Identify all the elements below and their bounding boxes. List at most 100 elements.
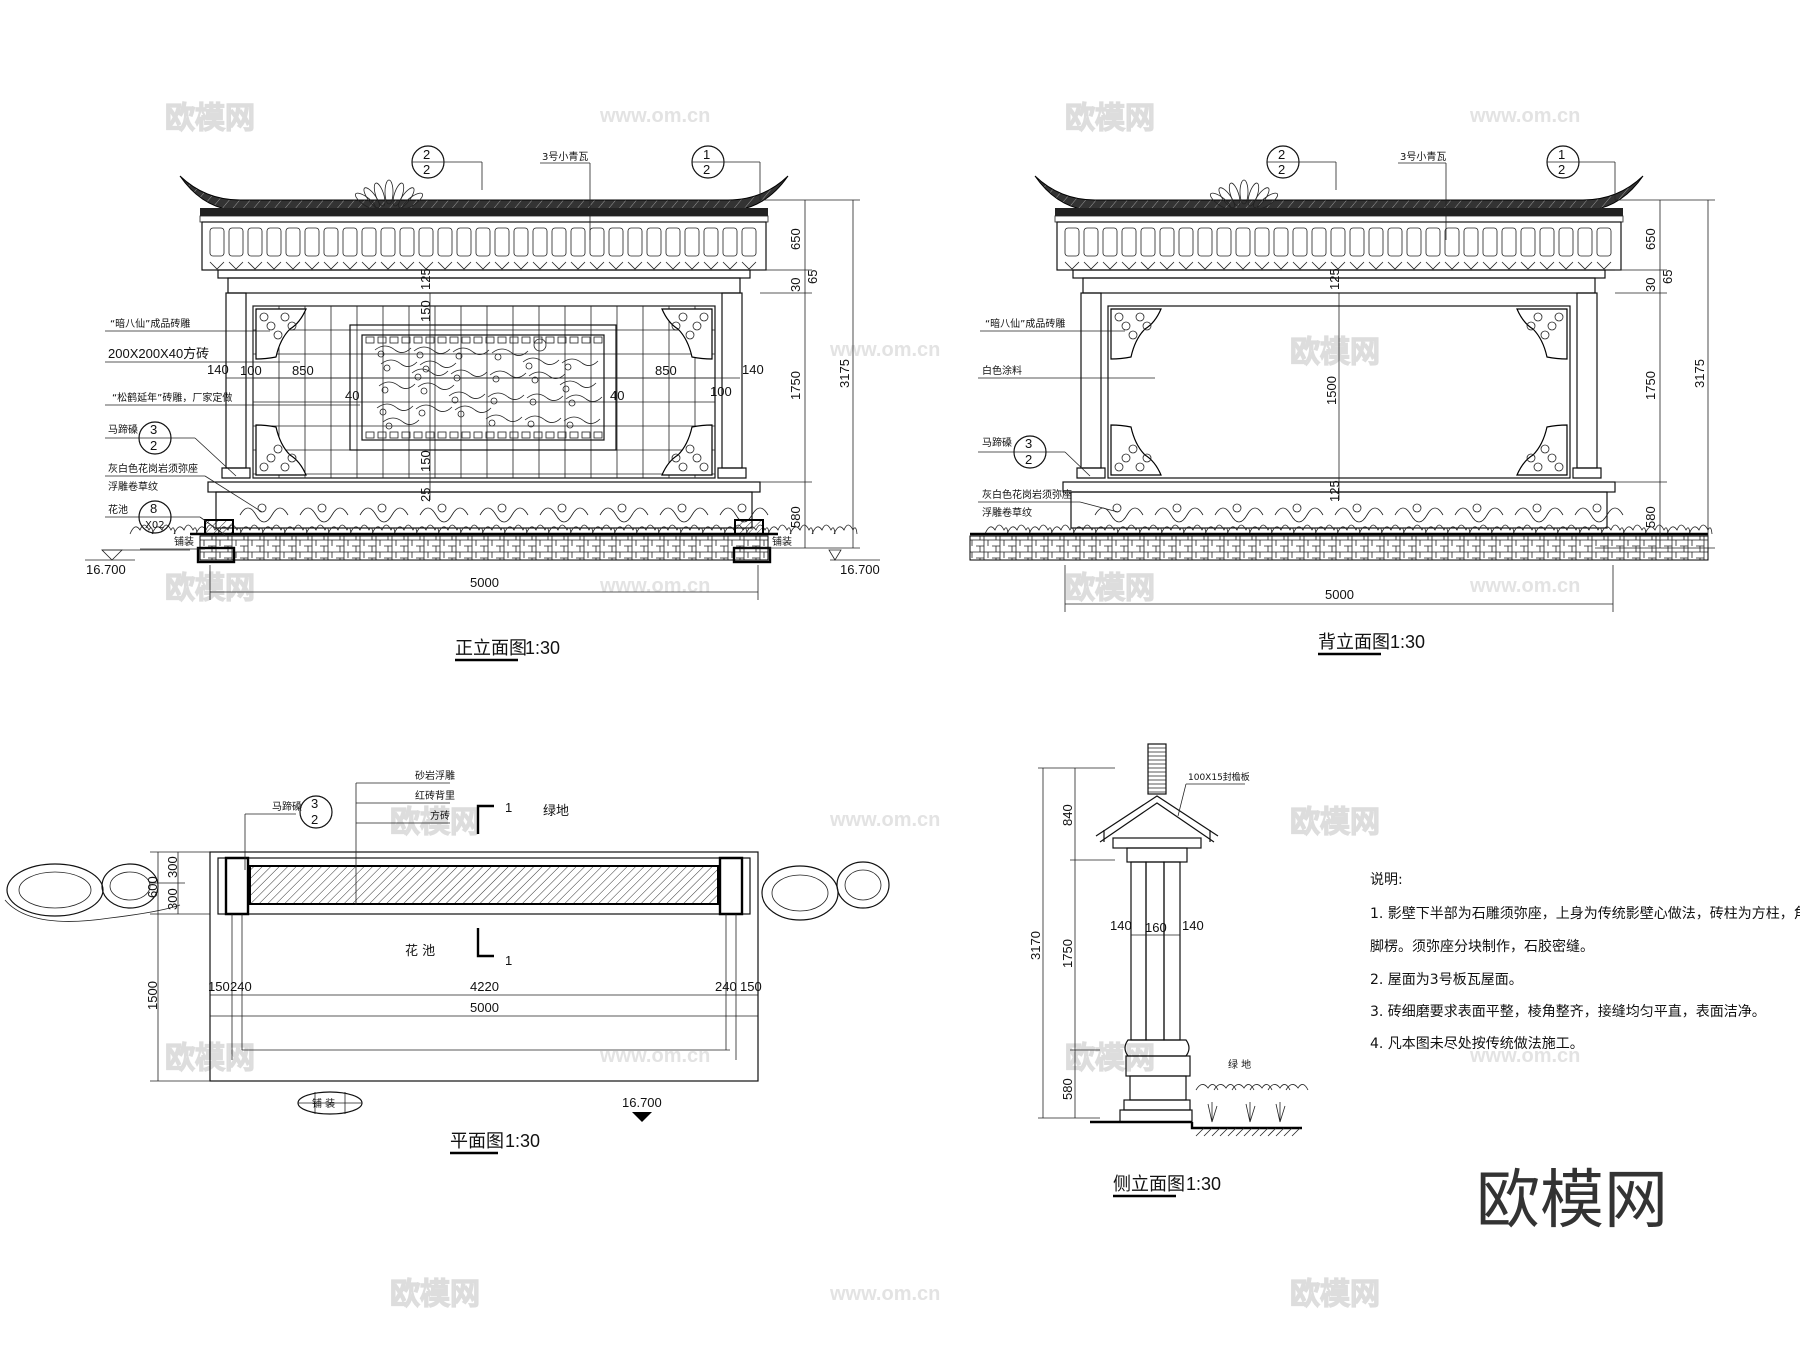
drip-tile [684,261,700,270]
ridge [1147,743,1167,795]
carving-detail [1554,462,1564,472]
shrub [371,524,396,535]
tile [323,227,339,257]
drip-tile [285,261,301,270]
view-scale: 1:30 [1390,632,1425,652]
dim-text: 150 [740,979,762,994]
dim-text: 40 [345,388,359,403]
watermark-url: www.om.cn [599,1045,710,1067]
section-ref-1-2: 1 2 [691,145,761,200]
drip-tile [532,261,548,270]
shrub [1231,1084,1255,1091]
drip-tile [741,261,757,270]
paving-symbol: 铺 装 [297,1091,363,1115]
shrub [1072,524,1097,535]
tile [1178,227,1194,257]
ref-sheet: 2 [1278,162,1285,177]
fret-pattern [437,431,447,439]
label-square-brick: 方砖 [430,809,450,822]
watermark-brand: 欧模网 [390,1277,480,1312]
dim-text: 4220 [470,979,499,994]
drip-tile [1254,261,1270,270]
carving-detail [1142,321,1152,331]
ref-sheet: 2 [1025,452,1032,467]
watermark-brand: 欧模网 [1290,1277,1380,1312]
dim-text: 25 [418,488,433,502]
section-number: 1 [505,800,512,815]
roof-profile [1095,795,1219,837]
drip-tile [1463,261,1479,270]
tile [513,227,529,257]
lotus-petal [384,179,394,205]
pine-needle-cluster [381,386,389,394]
back-right-dims: 650 30 65 1750 580 3175 [1595,199,1715,549]
lotus-petal [373,182,386,207]
view-title: 侧立面图 [1113,1174,1185,1195]
scroll-relief [617,503,627,513]
shrub [305,524,330,535]
roof-eave [1034,175,1644,211]
pine-branch [419,360,457,368]
dim-text: 125 [418,268,433,290]
cap-beam [217,269,751,279]
carving-detail [1135,312,1145,322]
landscape-rocks-right [761,861,890,921]
drip-tile [589,261,605,270]
scroll-relief [239,507,289,523]
tile [437,227,453,257]
drip-tile [1558,261,1574,270]
drip-tile [361,261,377,270]
front-right-dims: 650 30 65 1750 580 3175 [740,199,860,549]
shrub [239,524,264,535]
ref-number: 1 [1558,147,1565,162]
pine-needle-cluster [422,365,430,373]
watermarks: 欧模网 www.om.cn 欧模网 www.om.cn 欧模网 www.om.c… [164,100,1580,1312]
drip-tile [1311,261,1327,270]
tile [1501,227,1517,257]
dim-text: 65 [1660,270,1675,284]
shrub [1050,524,1075,535]
shrub [459,524,484,535]
pine-branch [382,417,420,425]
ground-hatch [1235,1127,1245,1137]
level-marker: 16.700 [622,1095,662,1122]
fret-pattern [377,431,387,439]
ground-hatch [1251,1127,1261,1137]
plan-view: 砂岩浮雕 红砖背里 方砖 马蹄磉 3 2 绿地 花 池 1 1 300 600 … [4,769,890,1155]
tile-band [199,215,769,223]
tile [608,227,624,257]
carving-detail [280,462,290,472]
scroll-relief [317,503,327,513]
column-base [221,467,251,479]
fret-pattern [485,336,495,344]
fret-pattern [497,336,507,344]
fret-pattern [593,336,603,344]
drip-tile [304,261,320,270]
watermark-url: www.om.cn [1469,105,1580,127]
lotus-petal [402,192,424,210]
scroll-relief [1154,507,1204,523]
shrub [261,524,286,535]
fret-pattern [389,336,399,344]
ridge-courses [1148,747,1166,793]
shrub [1578,524,1603,535]
tile [665,227,681,257]
tile [722,227,738,257]
shrub [679,524,704,535]
pine-needle-cluster [492,375,500,383]
tile [209,227,225,257]
dim-text: 140 [1182,918,1204,933]
drip-tile [1197,261,1213,270]
dim-text: 650 [788,228,803,250]
view-scale: 1:30 [525,638,560,658]
dim-text: 125 [1327,268,1342,290]
shrub [591,524,616,535]
drip-tile [1596,261,1612,270]
carving-detail [1547,453,1557,463]
lotus-petal [1228,182,1241,207]
shrub [1248,524,1273,535]
drip-tile [1349,261,1365,270]
pine-needle-cluster [418,409,426,417]
wall-footprint [217,857,751,915]
tile [532,227,548,257]
